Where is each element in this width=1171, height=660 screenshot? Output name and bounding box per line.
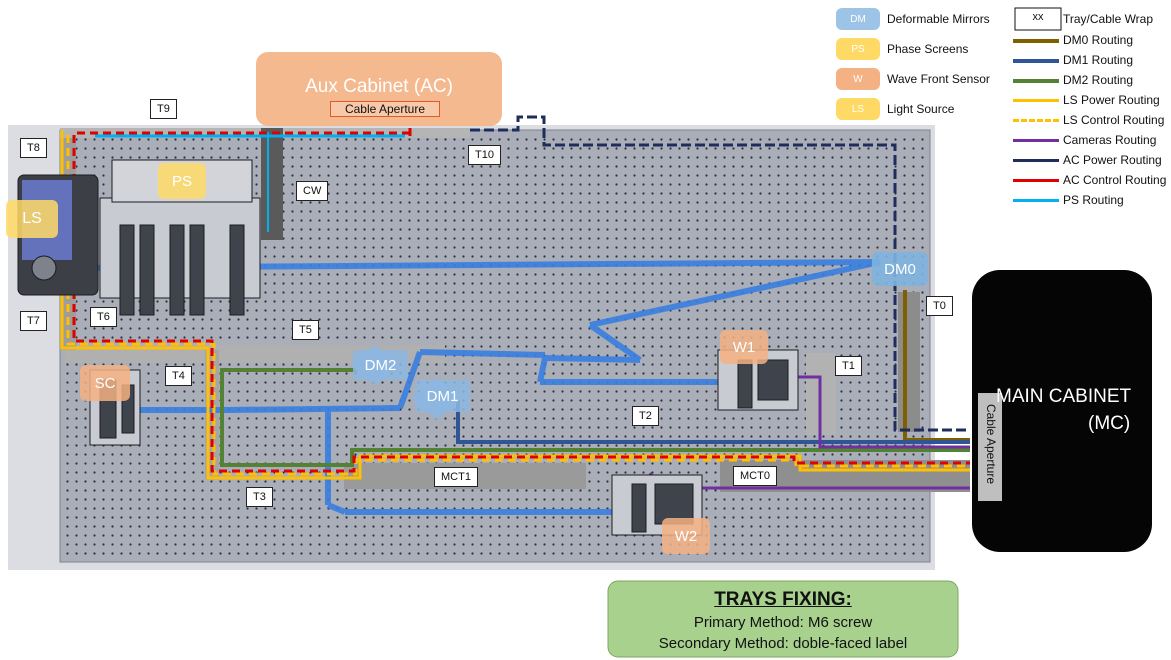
tray-label-t3: T3	[246, 487, 273, 507]
legend-dm0-label: DM0 Routing	[1063, 33, 1133, 47]
tray-label-t2: T2	[632, 406, 659, 426]
trays-fixing-title: TRAYS FIXING:	[608, 589, 958, 611]
main-cabinet-subtitle: (MC)	[1088, 413, 1130, 435]
legend-dm-swatch: DM	[836, 8, 880, 30]
tray-shape-cable-wrap	[261, 128, 283, 240]
w2-label: W2	[662, 518, 710, 554]
tray-label-t6: T6	[90, 307, 117, 327]
legend-ac-power-label: AC Power Routing	[1063, 153, 1162, 167]
legend-cameras-label: Cameras Routing	[1063, 133, 1156, 147]
trays-fixing-primary: Primary Method: M6 screw	[608, 614, 958, 631]
tray-label-t0: T0	[926, 296, 953, 316]
legend-ps-label: PS Routing	[1063, 193, 1124, 207]
legend-ls-power-label: LS Power Routing	[1063, 93, 1160, 107]
tray-label-t9: T9	[150, 99, 177, 119]
dm1-label: DM1	[415, 380, 470, 412]
tray-label-cw: CW	[296, 181, 328, 201]
dm0-label: DM0	[872, 252, 928, 286]
tray-shape-t0	[898, 292, 920, 432]
main-cabinet-title: MAIN CABINET	[996, 386, 1131, 408]
legend-dm1-label: DM1 Routing	[1063, 53, 1133, 67]
aux-cabinet-aperture: Cable Aperture	[330, 101, 440, 117]
dm2-label: DM2	[353, 350, 408, 380]
ps-label: PS	[158, 163, 206, 199]
legend-ac-control-line	[1013, 179, 1059, 182]
ls-label: LS	[6, 200, 58, 238]
legend-w-swatch: W	[836, 68, 880, 90]
legend-ls-power-line	[1013, 99, 1059, 102]
tray-label-t7: T7	[20, 311, 47, 331]
legend-dm2-label: DM2 Routing	[1063, 73, 1133, 87]
trays-fixing-secondary: Secondary Method: doble-faced label	[608, 635, 958, 652]
legend-ps-label: Phase Screens	[887, 42, 968, 56]
tray-label-mct1: MCT1	[434, 467, 478, 487]
w1-label: W1	[720, 330, 768, 364]
legend-tray-code: xx	[1015, 11, 1061, 23]
legend-w-label: Wave Front Sensor	[887, 72, 990, 86]
legend-ac-control-label: AC Control Routing	[1063, 173, 1166, 187]
tray-label-t4: T4	[165, 366, 192, 386]
main-cabinet-aperture: Cable Aperture	[984, 391, 998, 497]
legend-ac-power-line	[1013, 159, 1059, 162]
tray-label-t1: T1	[835, 356, 862, 376]
legend-dm-label: Deformable Mirrors	[887, 12, 990, 26]
legend-ls-control-label: LS Control Routing	[1063, 113, 1164, 127]
tray-label-t10: T10	[468, 145, 501, 165]
legend-ls-control-line	[1013, 119, 1059, 122]
aux-cabinet-title: Aux Cabinet (AC)	[256, 76, 502, 98]
legend-ls-swatch: LS	[836, 98, 880, 120]
legend-ls-label: Light Source	[887, 102, 954, 116]
tray-label-t8: T8	[20, 138, 47, 158]
legend-ps-swatch: PS	[836, 38, 880, 60]
tray-label-mct0: MCT0	[733, 466, 777, 486]
light-source-lens	[32, 256, 56, 280]
legend-tray-label: Tray/Cable Wrap	[1063, 12, 1153, 26]
tray-label-t5: T5	[292, 320, 319, 340]
sc-label: SC	[80, 365, 130, 401]
legend-dm0-line	[1013, 39, 1059, 43]
legend-ps-line	[1013, 199, 1059, 202]
legend-dm2-line	[1013, 79, 1059, 83]
legend-dm1-line	[1013, 59, 1059, 63]
legend-cameras-line	[1013, 139, 1059, 142]
